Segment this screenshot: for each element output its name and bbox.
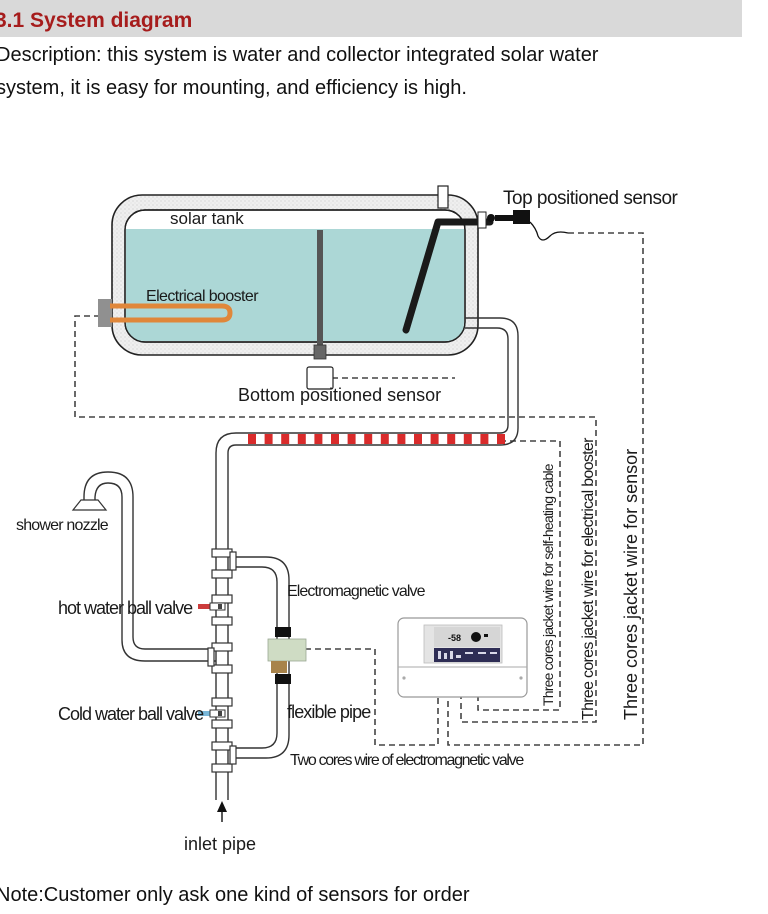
cold-water-ball-valve <box>198 709 226 718</box>
label-solar-tank: solar tank <box>170 209 244 228</box>
heating-cable-segment <box>297 434 306 444</box>
heating-cable-segment <box>347 434 356 444</box>
wiring <box>74 232 644 746</box>
heating-cable-segment <box>281 434 290 444</box>
hot-water-ball-valve <box>198 602 226 611</box>
heating-cable-segment <box>264 434 273 444</box>
label-two-cores-wire: Two cores wire of electromagnetic valve <box>290 752 524 769</box>
riser-fittings <box>207 548 237 773</box>
heating-cable-segment <box>463 434 472 444</box>
electrical-booster-element <box>98 299 233 327</box>
label-wire-sensor: Three cores jacket wire for sensor <box>621 449 641 720</box>
self-heating-cable <box>248 434 505 444</box>
wire-electrical-booster <box>74 315 597 723</box>
label-cold-water-ball-valve: Cold water ball valve <box>58 704 204 724</box>
heating-cable-segment <box>430 434 439 444</box>
label-wire-electrical-booster: Three cores jacket wire for electrical b… <box>580 437 597 720</box>
label-wire-self-heating-cable: Three cores jacket wire for self-heating… <box>540 463 556 706</box>
heating-cable-segment <box>447 434 456 444</box>
description-line-2: system, it is easy for mounting, and eff… <box>0 77 467 99</box>
heating-cable-segment <box>414 434 422 444</box>
section-header-bar <box>0 0 742 37</box>
bottom-sensor <box>306 366 334 390</box>
heating-cable-segment <box>497 434 505 444</box>
label-shower-nozzle: shower nozzle <box>16 517 109 534</box>
controller-display-value: -58 <box>448 633 461 643</box>
label-electromagnetic-valve: Electromagnetic valve <box>287 583 426 600</box>
top-sensor <box>477 210 569 241</box>
controller: -58 <box>397 617 528 698</box>
solar-tank <box>98 185 494 360</box>
section-title: 3.1 System diagram <box>0 9 193 32</box>
heating-cable-segment <box>331 434 339 444</box>
description-line-1: Description: this system is water and co… <box>0 44 599 66</box>
heating-cable-segment <box>248 434 256 444</box>
shower-nozzle <box>71 499 108 511</box>
heating-cable-segment <box>364 434 373 444</box>
label-inlet-pipe: inlet pipe <box>184 834 256 854</box>
label-bottom-sensor: Bottom positioned sensor <box>238 385 441 405</box>
heating-cable-segment <box>397 434 406 444</box>
heating-cable-segment <box>314 434 323 444</box>
label-top-sensor: Top positioned sensor <box>503 188 679 209</box>
note-text: Note:Customer only ask one kind of senso… <box>0 884 470 906</box>
electromagnetic-valve <box>267 627 307 684</box>
label-hot-water-ball-valve: hot water ball valve <box>58 598 193 618</box>
wire-electromagnetic-valve <box>305 648 439 746</box>
label-electrical-booster: Electrical booster <box>146 288 259 305</box>
inlet-arrow <box>217 801 227 822</box>
heating-cable-segment <box>380 434 389 444</box>
wire-self-heating-cable <box>477 440 561 711</box>
heating-cable-segment <box>480 434 489 444</box>
label-flexible-pipe: flexible pipe <box>287 702 371 722</box>
wire-top-sensor <box>447 232 644 746</box>
